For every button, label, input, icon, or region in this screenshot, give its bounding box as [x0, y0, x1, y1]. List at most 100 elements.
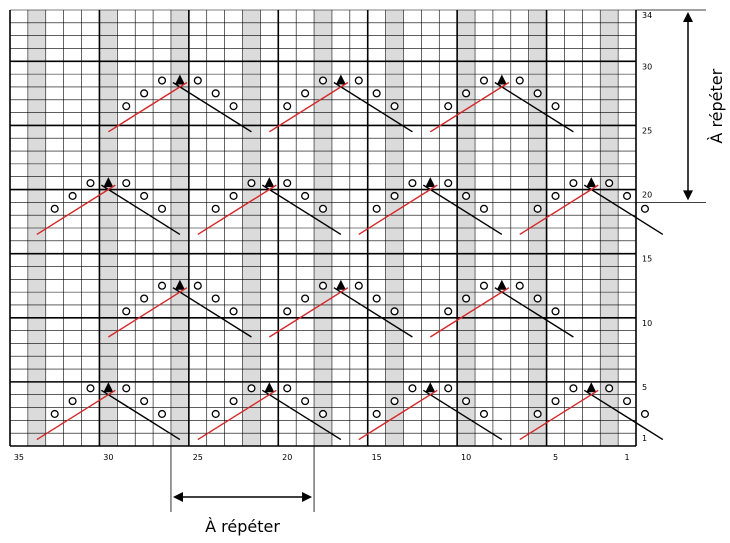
circle-symbol — [283, 384, 292, 393]
circle-symbol — [462, 191, 471, 200]
circle-symbol — [68, 397, 77, 406]
circle-symbol — [372, 409, 381, 418]
circle-symbol — [247, 179, 256, 188]
circle-symbol — [211, 204, 220, 213]
red-diagonal-line — [358, 184, 438, 236]
circle-symbol — [605, 384, 614, 393]
circle-symbol — [157, 76, 167, 85]
circle-symbol — [479, 204, 489, 213]
red-diagonal-line — [519, 389, 599, 441]
circle-symbol — [211, 409, 220, 418]
row-label: 5 — [642, 383, 647, 392]
black-diagonal-line — [494, 81, 574, 133]
circle-symbol — [50, 409, 59, 418]
circle-symbol — [318, 76, 328, 85]
circle-symbol — [462, 397, 471, 406]
row-label: 30 — [642, 62, 652, 71]
column-label: 20 — [282, 453, 292, 462]
triangle-symbol — [174, 279, 185, 290]
circle-symbol — [408, 179, 417, 188]
red-diagonal-line — [429, 287, 510, 338]
triangle-symbol — [425, 177, 436, 188]
circle-symbol — [193, 76, 202, 85]
circle-symbol — [390, 397, 399, 406]
circle-symbol — [229, 102, 238, 111]
circle-symbol — [462, 294, 471, 303]
black-diagonal-line — [261, 389, 342, 441]
red-diagonal-line — [197, 389, 277, 441]
triangle-symbol — [174, 74, 185, 85]
circle-symbol — [229, 397, 238, 406]
circle-symbol — [372, 294, 381, 303]
red-diagonal-line — [358, 389, 438, 441]
triangle-symbol — [264, 382, 275, 393]
circle-symbol — [551, 307, 560, 316]
black-diagonal-line — [261, 184, 342, 236]
circle-symbol — [515, 281, 524, 290]
circle-symbol — [372, 204, 381, 213]
circle-symbol — [390, 191, 399, 200]
circle-symbol — [605, 179, 614, 188]
triangle-symbol — [425, 382, 436, 393]
circle-symbol — [444, 179, 453, 188]
black-diagonal-line — [422, 389, 503, 441]
red-diagonal-line — [519, 184, 599, 236]
column-label: 5 — [553, 453, 558, 462]
circle-symbol — [479, 281, 489, 290]
black-diagonal-line — [333, 287, 413, 338]
circle-symbol — [157, 281, 167, 290]
black-diagonal-line — [583, 389, 664, 441]
row-label: 1 — [642, 434, 647, 443]
circle-symbol — [354, 76, 363, 85]
circle-symbol — [122, 179, 131, 188]
triangle-symbol — [335, 74, 346, 85]
circle-symbol — [551, 397, 560, 406]
circle-symbol — [122, 307, 131, 316]
column-label: 15 — [372, 453, 382, 462]
triangle-symbol — [586, 382, 597, 393]
triangle-symbol — [586, 177, 597, 188]
circle-symbol — [140, 191, 149, 200]
circle-symbol — [623, 397, 632, 406]
circle-symbol — [515, 76, 524, 85]
circle-symbol — [533, 204, 542, 213]
row-label: 34 — [642, 11, 652, 20]
row-label: 20 — [642, 191, 652, 200]
red-diagonal-line — [268, 287, 349, 338]
black-diagonal-line — [100, 184, 181, 236]
circle-symbol — [318, 281, 328, 290]
circle-symbol — [283, 102, 292, 111]
circle-symbol — [640, 409, 649, 418]
circle-symbol — [408, 384, 417, 393]
red-diagonal-line — [268, 81, 349, 133]
row-label: 15 — [642, 255, 652, 264]
circle-symbol — [462, 89, 471, 98]
row-label: 10 — [642, 319, 652, 328]
circle-symbol — [211, 89, 220, 98]
repeat-horizontal-label: À répéter — [205, 517, 280, 536]
circle-symbol — [301, 191, 310, 200]
black-diagonal-line — [172, 81, 252, 133]
red-diagonal-line — [197, 184, 277, 236]
black-diagonal-line — [422, 184, 503, 236]
triangle-symbol — [103, 177, 114, 188]
circle-symbol — [247, 384, 256, 393]
circle-symbol — [301, 294, 310, 303]
circle-symbol — [444, 307, 453, 316]
red-diagonal-line — [429, 81, 510, 133]
circle-symbol — [283, 179, 292, 188]
circle-symbol — [157, 409, 167, 418]
circle-symbol — [354, 281, 363, 290]
circle-symbol — [157, 204, 167, 213]
circle-symbol — [140, 89, 149, 98]
red-diagonal-line — [36, 389, 116, 441]
arrow-head-up-icon — [683, 12, 693, 22]
circle-symbol — [479, 76, 489, 85]
red-diagonal-line — [107, 287, 188, 338]
circle-symbol — [533, 409, 542, 418]
column-label: 25 — [193, 453, 203, 462]
triangle-symbol — [496, 279, 507, 290]
triangle-symbol — [335, 279, 346, 290]
triangle-symbol — [496, 74, 507, 85]
circle-symbol — [68, 191, 77, 200]
